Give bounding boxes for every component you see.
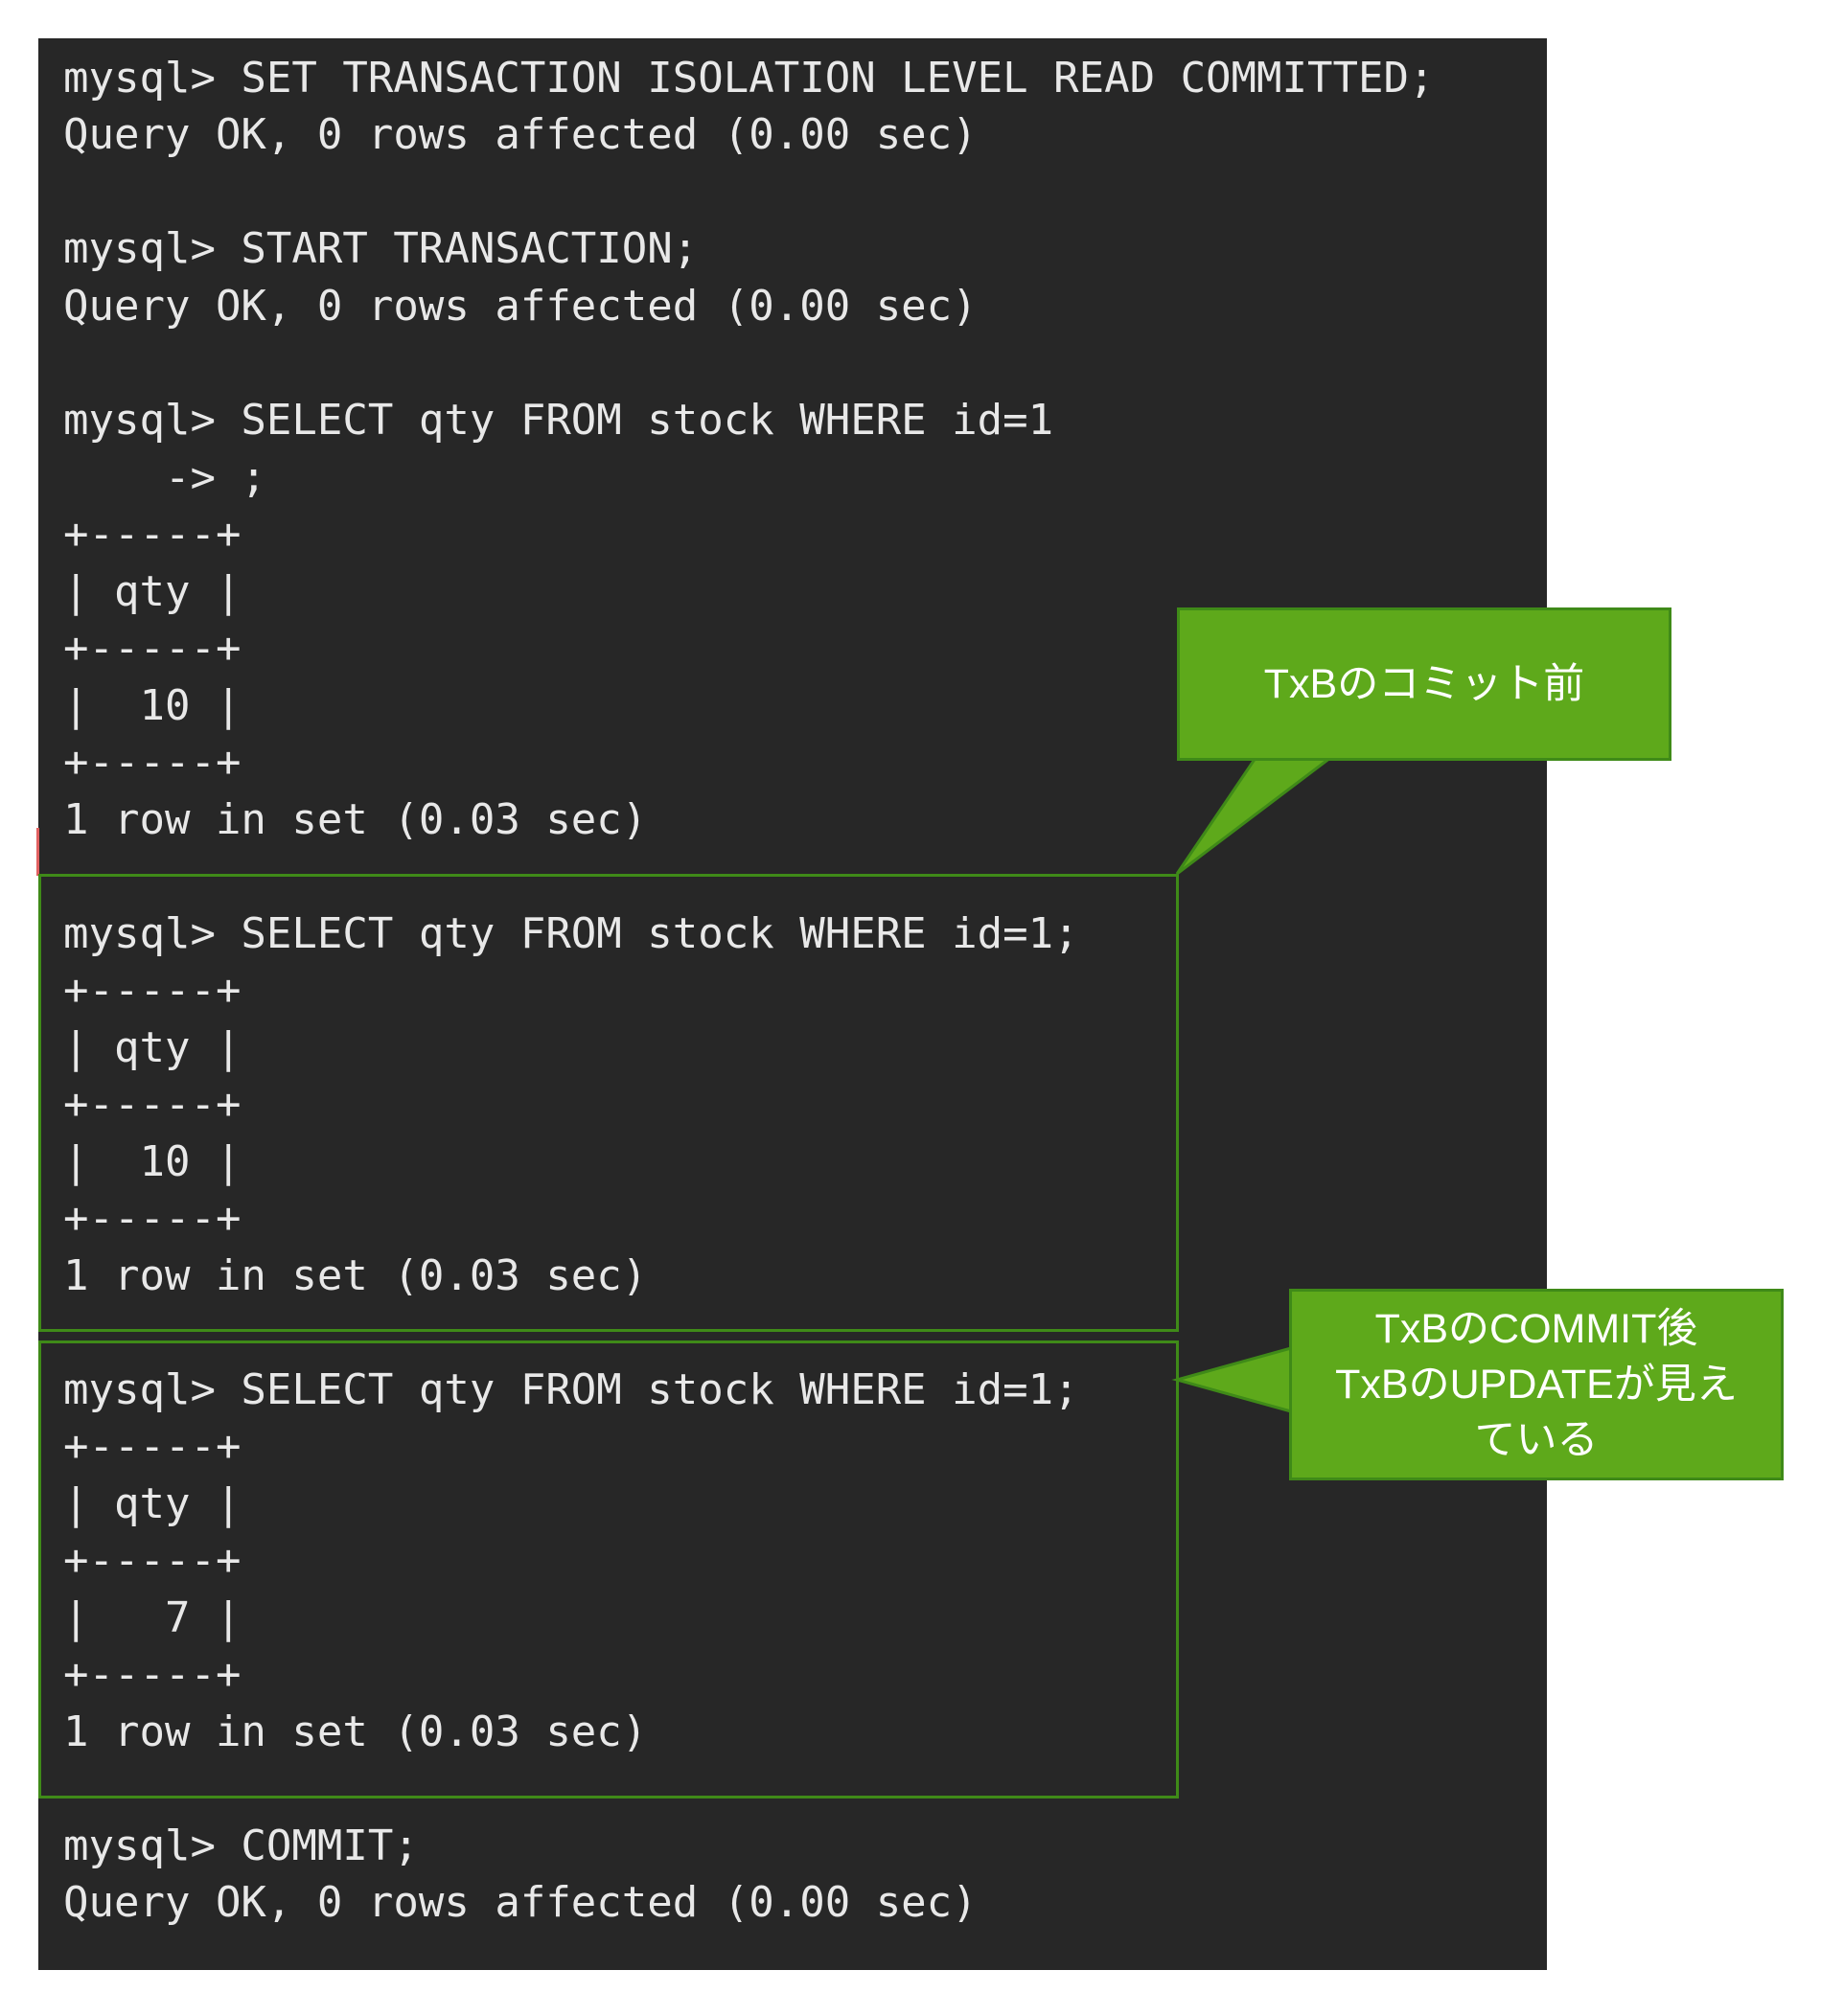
- terminal-line: 1 row in set (0.03 sec): [63, 1707, 648, 1756]
- terminal-line: Query OK, 0 rows affected (0.00 sec): [63, 110, 978, 159]
- terminal-line: +-----+: [63, 738, 242, 787]
- terminal-line: +-----+: [63, 1080, 242, 1129]
- terminal-line: | qty |: [63, 567, 242, 616]
- highlight-frame-before-commit: [38, 874, 1179, 1332]
- callout-after-commit-text: TxBのCOMMIT後 TxBのUPDATEが見え ている: [1335, 1306, 1738, 1463]
- terminal-line: mysql> COMMIT;: [63, 1821, 419, 1870]
- terminal-line: | 10 |: [63, 1137, 242, 1186]
- terminal-line: mysql> SELECT qty FROM stock WHERE id=1;: [63, 1365, 1079, 1414]
- highlight-frame-after-commit: [38, 1340, 1179, 1798]
- terminal-line: +-----+: [63, 1650, 242, 1699]
- scroll-marker: [36, 828, 39, 876]
- terminal-line: +-----+: [63, 966, 242, 1015]
- callout-pointer-before-commit: [1175, 756, 1335, 876]
- terminal-line: -> ;: [63, 453, 266, 502]
- callout-before-commit: TxBのコミット前: [1177, 607, 1671, 761]
- terminal-line: mysql> SELECT qty FROM stock WHERE id=1: [63, 396, 1054, 445]
- terminal-line: mysql> START TRANSACTION;: [63, 224, 699, 273]
- terminal-line: +-----+: [63, 1194, 242, 1243]
- callout-pointer-after-commit: [1171, 1346, 1293, 1413]
- terminal-line: +-----+: [63, 1422, 242, 1471]
- terminal-line: +-----+: [63, 624, 242, 673]
- terminal-line: mysql> SET TRANSACTION ISOLATION LEVEL R…: [63, 54, 1435, 103]
- terminal-line: | qty |: [63, 1479, 242, 1528]
- callout-after-commit: TxBのCOMMIT後 TxBのUPDATEが見え ている: [1289, 1289, 1784, 1480]
- terminal-line: 1 row in set (0.03 sec): [63, 1251, 648, 1300]
- terminal-line: +-----+: [63, 1536, 242, 1585]
- terminal-line: Query OK, 0 rows affected (0.00 sec): [63, 1878, 978, 1927]
- terminal-line: 1 row in set (0.03 sec): [63, 795, 648, 844]
- terminal-line: Query OK, 0 rows affected (0.00 sec): [63, 282, 978, 331]
- terminal-line: | qty |: [63, 1023, 242, 1072]
- terminal-window: [38, 38, 1547, 1970]
- callout-before-commit-text: TxBのコミット前: [1263, 661, 1585, 707]
- terminal-line: | 7 |: [63, 1593, 242, 1642]
- terminal-line: +-----+: [63, 510, 242, 559]
- terminal-line: mysql> SELECT qty FROM stock WHERE id=1;: [63, 909, 1079, 958]
- terminal-line: | 10 |: [63, 681, 242, 730]
